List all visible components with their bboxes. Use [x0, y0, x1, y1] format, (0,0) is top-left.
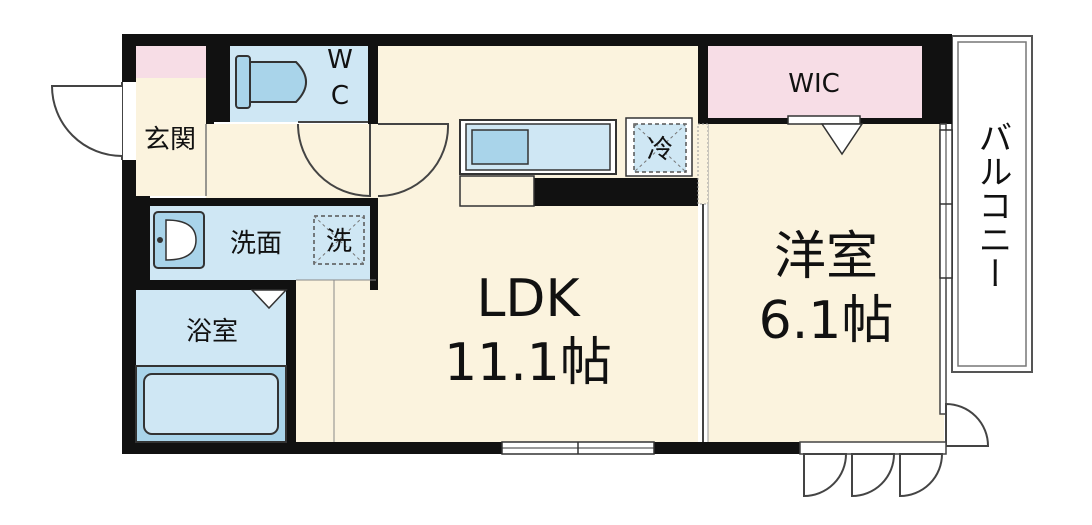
washer-label: 洗	[326, 227, 352, 257]
fridge-space: 冷	[625, 117, 693, 177]
bathroom-label: 浴室	[186, 317, 238, 347]
bathtub-icon	[135, 365, 287, 443]
sliding-partition	[697, 123, 709, 442]
ldk-room: LDK 11.1帖	[296, 269, 655, 455]
bedroom-size: 6.1帖	[759, 291, 894, 351]
wic-door-marker-icon	[820, 123, 864, 156]
wc-label-w: W	[327, 45, 353, 75]
storage-door-swing-icon	[899, 453, 944, 498]
ldk-window	[501, 441, 655, 455]
balcony: バルコニー	[951, 35, 1033, 373]
storage-doors	[799, 441, 947, 498]
entrance-label: 玄関	[144, 125, 196, 155]
ldk-name: LDK	[476, 269, 581, 329]
washroom: 洗面 洗	[153, 211, 365, 269]
balcony-label: バルコニー	[972, 120, 1012, 290]
balcony-window	[939, 129, 953, 279]
storage-door-swing-icon	[803, 453, 848, 498]
washer-space: 洗	[313, 215, 365, 265]
hall-door-swing-icon	[377, 123, 450, 197]
washroom-label: 洗面	[230, 229, 282, 259]
bedroom: 洋室 6.1帖	[759, 129, 990, 447]
wc-door-swing-icon	[297, 123, 371, 198]
kitchen-sink-icon	[471, 129, 529, 165]
ldk-size: 11.1帖	[444, 333, 612, 393]
bath-door-marker-icon	[250, 289, 288, 310]
bathroom: 浴室	[135, 289, 288, 443]
bedroom-name: 洋室	[774, 227, 878, 287]
wic-label: WIC	[788, 69, 840, 99]
fridge-label: 冷	[647, 135, 673, 165]
kitchen: 冷	[459, 117, 693, 207]
entrance: 玄関	[50, 82, 207, 196]
wc-room: W C	[235, 45, 450, 198]
bedroom-door-swing-icon	[945, 402, 990, 447]
wic-room: WIC	[787, 69, 864, 156]
sink-icon	[153, 211, 205, 269]
toilet-icon	[235, 55, 307, 109]
storage-door-swing-icon	[851, 453, 896, 498]
wc-label-c: C	[331, 81, 349, 111]
entrance-door-swing-icon	[50, 85, 123, 157]
